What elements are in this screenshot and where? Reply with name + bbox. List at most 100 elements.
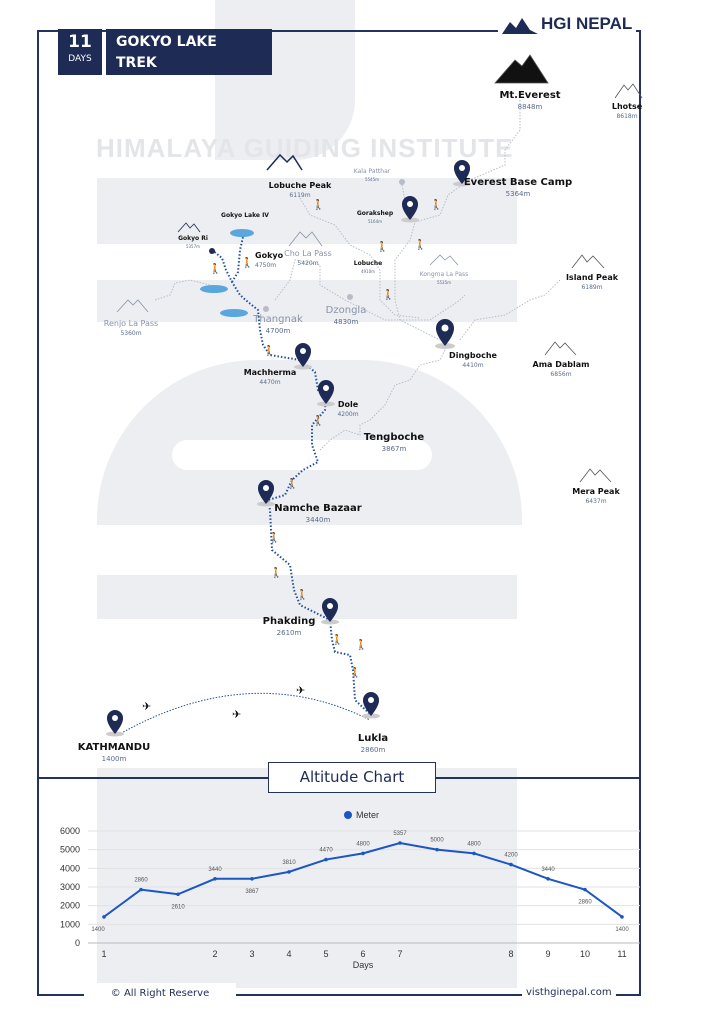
data-label: 4800 (467, 841, 481, 847)
x-tick-label: 9 (545, 949, 550, 959)
svg-text:🚶: 🚶 (414, 238, 426, 251)
place-gokyo-lake-iv: Gokyo Lake IV (221, 212, 269, 219)
mountain-icon (571, 254, 605, 269)
watermark-gap (172, 440, 432, 470)
lake-icon (200, 285, 228, 293)
svg-text:🚶: 🚶 (296, 588, 308, 601)
svg-text:🚶: 🚶 (376, 240, 388, 253)
pin-icon (362, 692, 380, 719)
svg-text:🚶: 🚶 (263, 344, 275, 357)
title-line-1: GOKYO LAKE (116, 34, 217, 50)
data-label: 2860 (578, 900, 592, 906)
data-label: 3440 (208, 867, 222, 873)
mountain-icon (544, 341, 577, 356)
svg-text:🚶: 🚶 (349, 666, 361, 679)
data-point (213, 876, 217, 881)
mountain-icon (614, 83, 643, 99)
svg-text:✈: ✈ (142, 701, 151, 713)
data-point (361, 851, 365, 856)
copyright: © All Right Reserve (84, 983, 236, 1005)
data-label: 1400 (91, 927, 105, 933)
watermark-band (97, 280, 517, 322)
svg-text:✈: ✈ (232, 709, 241, 721)
data-point (620, 915, 624, 919)
pin-icon (321, 598, 339, 625)
watermark-text: HIMALAYA GUIDING INSTITUTE (96, 133, 514, 163)
y-tick-label: 4000 (60, 863, 80, 873)
svg-text:🚶: 🚶 (268, 531, 280, 544)
lake-icon (220, 309, 248, 317)
x-tick-label: 10 (580, 949, 590, 959)
gokyo-ri-dot (209, 248, 215, 254)
page-title: GOKYO LAKE TREK (106, 29, 272, 75)
x-tick-label: 4 (286, 949, 291, 959)
location-pins (106, 160, 471, 737)
dzongla-dot (347, 294, 353, 300)
x-tick-label: 5 (323, 949, 328, 959)
data-point (250, 876, 254, 881)
x-tick-label: 6 (360, 949, 365, 959)
data-label: 2860 (134, 878, 148, 884)
y-tick-label: 0 (75, 938, 80, 948)
mountain-icons (116, 54, 643, 483)
svg-text:🚶: 🚶 (209, 262, 221, 275)
x-tick-label: 1 (101, 949, 106, 959)
svg-text:🚶: 🚶 (355, 638, 367, 651)
data-label: 4470 (319, 848, 333, 854)
days-label: DAYS (68, 54, 92, 64)
hiker-logo-icon (502, 18, 538, 34)
pin-icon (435, 319, 455, 349)
mountain-icon (579, 468, 612, 483)
x-tick-label: 3 (249, 949, 254, 959)
mountain-icon (429, 254, 459, 266)
y-tick-label: 2000 (60, 901, 80, 911)
data-point (509, 862, 513, 867)
mountain-icon (177, 222, 201, 233)
data-point (287, 870, 291, 874)
data-point (139, 887, 143, 892)
website-link[interactable]: visthginepal.com (522, 985, 616, 1000)
pin-icon (317, 380, 335, 407)
watermark-shape (215, 0, 355, 160)
mountain-icon (266, 153, 303, 171)
data-label: 4800 (356, 841, 370, 847)
svg-text:✈: ✈ (296, 685, 305, 697)
data-point (472, 851, 476, 856)
brand-name: HGI NEPAL (541, 14, 633, 33)
data-label: 4200 (504, 853, 518, 859)
pin-icon (294, 343, 312, 370)
hiker-icons: 🚶🚶🚶🚶 🚶🚶🚶🚶 🚶🚶🚶🚶 🚶🚶🚶🚶 (209, 198, 442, 679)
chart-title: Altitude Chart (268, 762, 436, 793)
mountain-icon (116, 299, 149, 313)
y-tick-label: 3000 (60, 882, 80, 892)
brand-logo: HGI NEPAL (498, 14, 637, 34)
lake-icon (230, 229, 254, 237)
main-route (211, 236, 373, 717)
data-point (435, 847, 439, 852)
pin-icon (453, 160, 471, 187)
kala-patthar-dot (399, 179, 405, 185)
title-line-2: TREK (116, 55, 157, 71)
page-frame (37, 30, 641, 996)
pin-icon (257, 480, 275, 507)
thangnak-dot (263, 306, 269, 312)
data-point (398, 841, 402, 845)
airplane-icons: ✈ ✈ ✈ (142, 685, 305, 721)
